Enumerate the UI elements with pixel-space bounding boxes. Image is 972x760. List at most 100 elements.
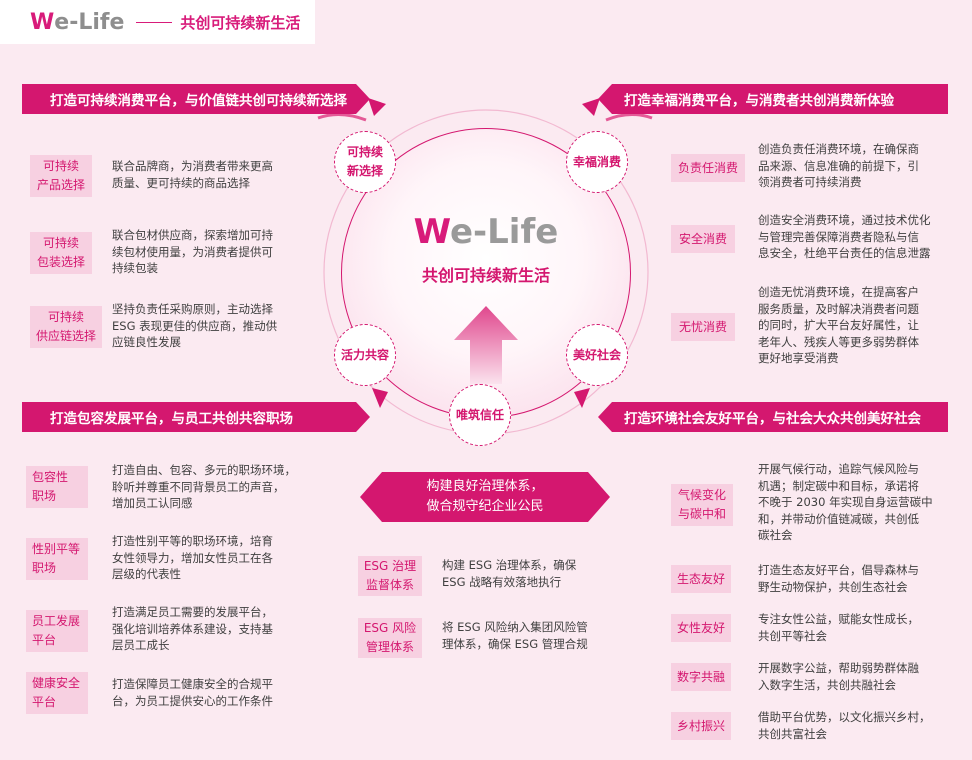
tag-line: ESG 风险 (363, 621, 417, 635)
header-logo-rest: e-Life (54, 9, 125, 35)
arrow-head-bottom-right (574, 388, 590, 408)
desc-line: 坚持负责任采购原则，主动选择 (112, 302, 273, 316)
tag-worry-free-consumption: 无忧消费 (671, 313, 735, 341)
desc-line: 服务质量，及时解决消费者问题 (758, 301, 919, 316)
desc-eco-friendly: 打造生态友好平台，倡导森林与野生动物保护，共创生态社会 (758, 562, 958, 595)
curve-arrow-top-right (605, 113, 653, 122)
tag-line: 供应链选择 (35, 329, 96, 343)
header-divider (136, 21, 173, 23)
header-logo-w: W (30, 9, 55, 35)
arrow-head-top-left (368, 98, 386, 116)
desc-line: 打造生态友好平台，倡导森林与 (758, 563, 919, 577)
desc-line: 与管理完善保障消费者隐私与信 (758, 229, 919, 244)
tag-digital-inclusion: 数字共融 (671, 663, 731, 691)
tag-sustainable-packaging: 可持续包装选择 (30, 232, 92, 274)
desc-line: 野生动物保护，共创生态社会 (758, 579, 908, 594)
desc-line: 开展气候行动，追踪气候风险与 (758, 462, 919, 476)
node-sustainable-line1: 可持续 (346, 145, 383, 159)
tag-line: 员工发展 (32, 614, 81, 628)
tag-safe-consumption: 安全消费 (671, 225, 735, 253)
desc-line: 将 ESG 风险纳入集团风险管 (442, 620, 588, 634)
node-sustainable-choice: 可持续新选择 (334, 131, 396, 193)
tag-line: 健康安全 (32, 676, 81, 690)
tag-line: 可持续 (47, 310, 84, 324)
desc-line: 的同时，扩大平台友好属性，让 (758, 318, 919, 332)
desc-line: 领消费者可持续消费 (758, 175, 862, 189)
tag-rural-revitalization: 乡村振兴 (671, 712, 731, 740)
tag-responsible-consumption: 负责任消费 (671, 154, 745, 182)
desc-employee-development: 打造满足员工需要的发展平台，强化培训培养体系建设，支持基层员工成长 (112, 604, 312, 654)
desc-line: 老年人、残疾人等更多弱势群体 (758, 334, 919, 349)
desc-line: 增加员工认同感 (112, 496, 193, 510)
tag-line: 可持续 (42, 159, 79, 173)
tag-sustainable-supply-chain: 可持续供应链选择 (30, 306, 102, 348)
tag-line: 性别平等 (32, 542, 81, 556)
desc-health-safety: 打造保障员工健康安全的合规平台，为员工提供安心的工作条件 (112, 676, 312, 709)
desc-gender-equal-workplace: 打造性别平等的职场环境，培育女性领导力，增加女性员工在各层级的代表性 (112, 533, 312, 583)
tag-line: 平台 (32, 633, 57, 647)
desc-line: 息安全，杜绝平台责任的信息泄露 (758, 246, 931, 260)
desc-line: 聆听并尊重不同背景员工的声音， (112, 479, 285, 494)
tag-eco-friendly: 生态友好 (671, 565, 731, 593)
desc-line: 打造自由、包容、多元的职场环境， (112, 463, 296, 477)
center-logo: We-Life (341, 212, 631, 252)
desc-women-friendly: 专注女性公益，赋能女性成长，共创平等社会 (758, 611, 958, 644)
desc-line: 持续包装 (112, 261, 158, 275)
tag-line: 包容性 (32, 470, 69, 484)
desc-line: 打造性别平等的职场环境，培育 (112, 534, 273, 548)
desc-line: 更好地享受消费 (758, 351, 839, 365)
center-logo-w: W (413, 212, 450, 252)
desc-line: 层员工成长 (112, 638, 170, 652)
node-better-society: 美好社会 (566, 324, 628, 386)
center-up-arrow-shape (454, 306, 518, 384)
node-vitality-label: 活力共容 (340, 347, 389, 362)
desc-climate-carbon: 开展气候行动，追踪气候风险与机遇；制定碳中和目标，承诺将不晚于 2030 年实现… (758, 461, 963, 544)
tag-inclusive-workplace: 包容性职场 (26, 466, 88, 508)
tag-line: 产品选择 (36, 178, 85, 192)
desc-line: 品来源、信息准确的前提下，引 (758, 158, 919, 173)
desc-line: 入数字生活，共创共融社会 (758, 677, 896, 692)
desc-line: 理体系，确保 ESG 管理合规 (442, 636, 588, 651)
desc-line: 碳社会 (758, 528, 793, 542)
node-happy-consumption: 幸福消费 (566, 131, 628, 193)
desc-sustainable-product: 联合品牌商，为消费者带来更高质量、更可持续的商品选择 (112, 158, 312, 191)
desc-line: 强化培训培养体系建设，支持基 (112, 621, 273, 636)
desc-line: 开展数字公益，帮助弱势群体融 (758, 661, 919, 675)
desc-responsible-consumption: 创造负责任消费环境，在确保商品来源、信息准确的前提下，引领消费者可持续消费 (758, 141, 958, 191)
desc-line: 共创共富社会 (758, 726, 827, 741)
desc-line: 女性领导力，增加女性员工在各 (112, 550, 273, 565)
node-happy-label: 幸福消费 (572, 154, 621, 169)
tag-sustainable-product: 可持续产品选择 (30, 155, 92, 197)
center-logo-rest: e-Life (449, 212, 559, 252)
desc-line: 续包材使用量，为消费者提供可 (112, 244, 273, 259)
arrow-head-top-right (582, 98, 600, 116)
desc-line: 机遇；制定碳中和目标，承诺将 (758, 478, 919, 493)
tag-line: 监督体系 (365, 578, 414, 592)
desc-line: ESG 战略有效落地执行 (442, 574, 562, 589)
desc-line: 共创平等社会 (758, 628, 827, 643)
desc-line: 质量、更可持续的商品选择 (112, 175, 250, 190)
header-slogan: 共创可持续新生活 (180, 13, 301, 32)
desc-line: 创造安全消费环境，通过技术优化 (758, 213, 931, 227)
tag-climate-carbon: 气候变化与碳中和 (671, 484, 733, 526)
banner-governance: 构建良好治理体系， 做合规守纪企业公民 (360, 472, 610, 522)
desc-line: 层级的代表性 (112, 567, 181, 581)
desc-sustainable-packaging: 联合包材供应商，探索增加可持续包材使用量，为消费者提供可持续包装 (112, 227, 312, 277)
desc-rural-revitalization: 借助平台优势，以文化振兴乡村， 共创共富社会 (758, 709, 963, 742)
center-subtitle: 共创可持续新生活 (421, 266, 550, 285)
desc-digital-inclusion: 开展数字公益，帮助弱势群体融入数字生活，共创共融社会 (758, 660, 958, 693)
node-trust: 唯筑信任 (449, 384, 511, 446)
tag-esg-risk: ESG 风险管理体系 (358, 618, 422, 658)
tag-line: 可持续 (42, 236, 79, 250)
tag-employee-development: 员工发展平台 (26, 610, 88, 652)
desc-line: 和，并带动价值链减碳，共创低 (758, 511, 919, 526)
desc-worry-free-consumption: 创造无忧消费环境，在提高客户服务质量，及时解决消费者问题的同时，扩大平台友好属性… (758, 284, 963, 367)
desc-line: 台，为员工提供安心的工作条件 (112, 693, 273, 708)
desc-line: 联合品牌商，为消费者带来更高 (112, 159, 273, 173)
tag-health-safety: 健康安全平台 (26, 672, 88, 714)
node-sustainable-line2: 新选择 (346, 164, 383, 178)
tag-line: 职场 (32, 489, 57, 503)
desc-line: 借助平台优势，以文化振兴乡村， (758, 710, 931, 724)
tag-line: 包装选择 (36, 255, 85, 269)
